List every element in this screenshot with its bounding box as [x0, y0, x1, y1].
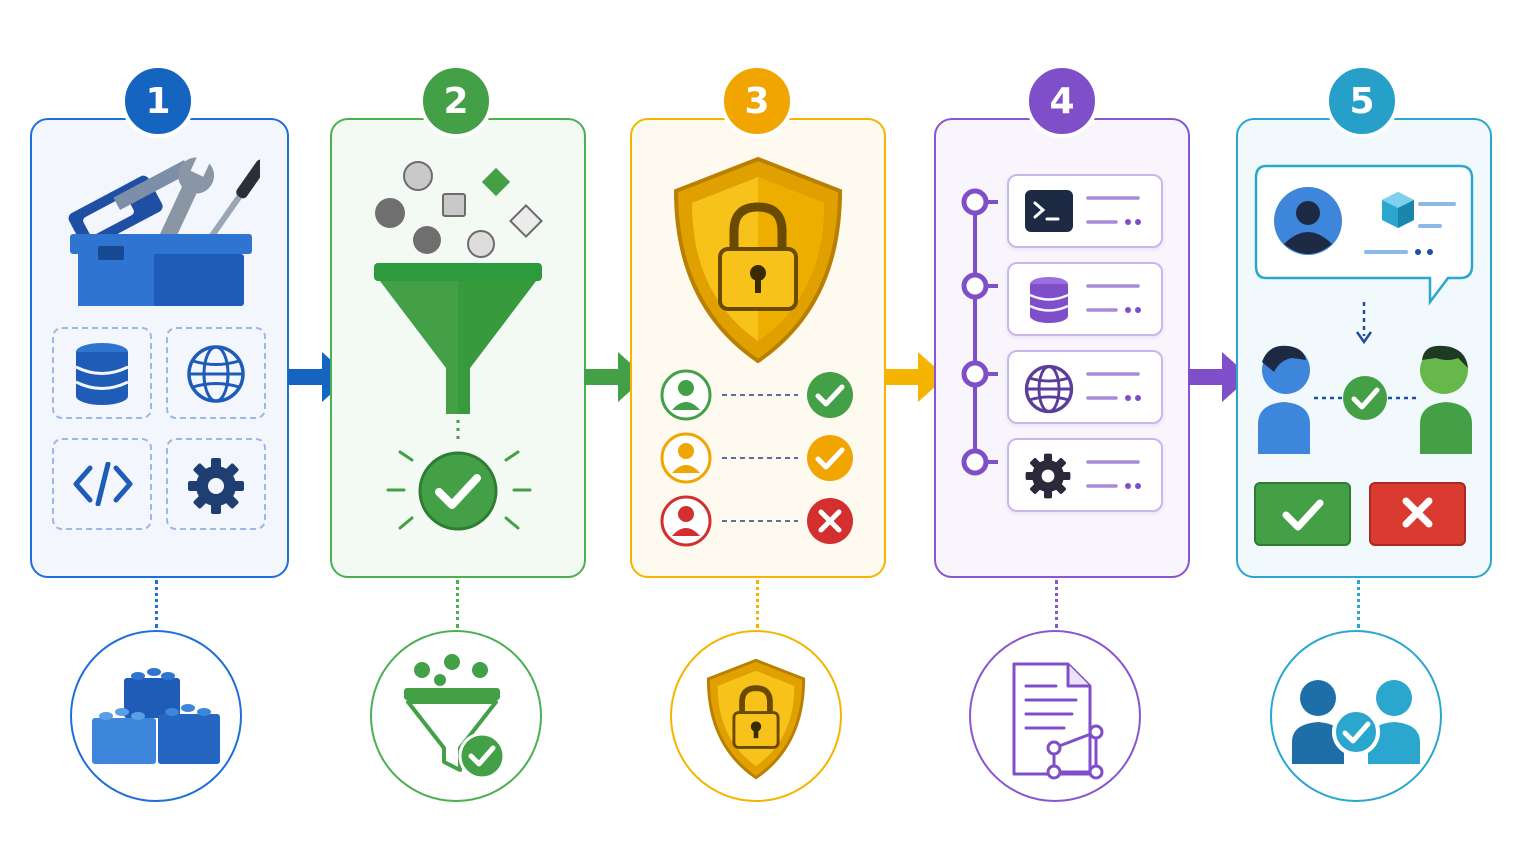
- settings-tile: [166, 438, 266, 530]
- step-5-badge: 5: [1325, 64, 1399, 138]
- database-tile: [52, 327, 152, 419]
- human-review-icon: [1258, 345, 1472, 454]
- step-1-number: 1: [145, 80, 171, 122]
- shield-lock-icon: [673, 156, 843, 364]
- review-flow-arrow: [1355, 302, 1373, 345]
- step-3-badge: 3: [720, 64, 794, 138]
- funnel-check-icon: [404, 654, 506, 780]
- user-denied-row: [660, 495, 853, 547]
- funnel-filter-icon: [374, 161, 543, 530]
- arrow-3-to-4: [884, 352, 946, 402]
- close-icon: [1402, 497, 1433, 528]
- pipeline-step-web: [1007, 350, 1163, 424]
- code-tile: [52, 438, 152, 530]
- terminal-icon: [1025, 190, 1073, 232]
- check-icon: [1282, 499, 1324, 531]
- step-4-badge: 4: [1025, 64, 1099, 138]
- globe-icon: [1024, 364, 1074, 414]
- user-pending-row: [660, 432, 853, 484]
- review-request-bubble: [1254, 164, 1474, 306]
- step-2-badge: 2: [419, 64, 493, 138]
- pipeline-timeline: [961, 188, 998, 476]
- collaboration-check-icon: [1292, 680, 1420, 764]
- step-1-badge: 1: [121, 64, 195, 138]
- step-4-number: 4: [1049, 80, 1075, 122]
- document-graph-icon: [1012, 662, 1104, 780]
- step-1-connector: [155, 580, 158, 628]
- building-blocks-icon: [92, 668, 220, 764]
- step-5-number: 5: [1349, 80, 1375, 122]
- pipeline-row-lines: [1086, 196, 1141, 489]
- success-check-icon: [418, 451, 498, 531]
- globe-icon: [187, 345, 245, 403]
- database-icon: [1029, 277, 1069, 323]
- toolbox-icon: [68, 154, 260, 306]
- shield-lock-small-icon: [706, 658, 806, 780]
- step-2-connector: [456, 580, 459, 628]
- step-3-number: 3: [744, 80, 770, 122]
- approve-button[interactable]: [1254, 482, 1351, 546]
- step-3-connector: [756, 580, 759, 628]
- step-4-connector: [1055, 580, 1058, 628]
- database-icon: [75, 343, 129, 405]
- gear-icon: [188, 458, 244, 514]
- reject-button[interactable]: [1369, 482, 1466, 546]
- step-5-connector: [1357, 580, 1360, 628]
- access-rows: [660, 369, 853, 547]
- gear-icon: [1025, 453, 1071, 499]
- code-icon: [73, 462, 133, 506]
- web-tile: [166, 327, 266, 419]
- step-2-number: 2: [443, 80, 469, 122]
- user-approved-row: [660, 369, 853, 421]
